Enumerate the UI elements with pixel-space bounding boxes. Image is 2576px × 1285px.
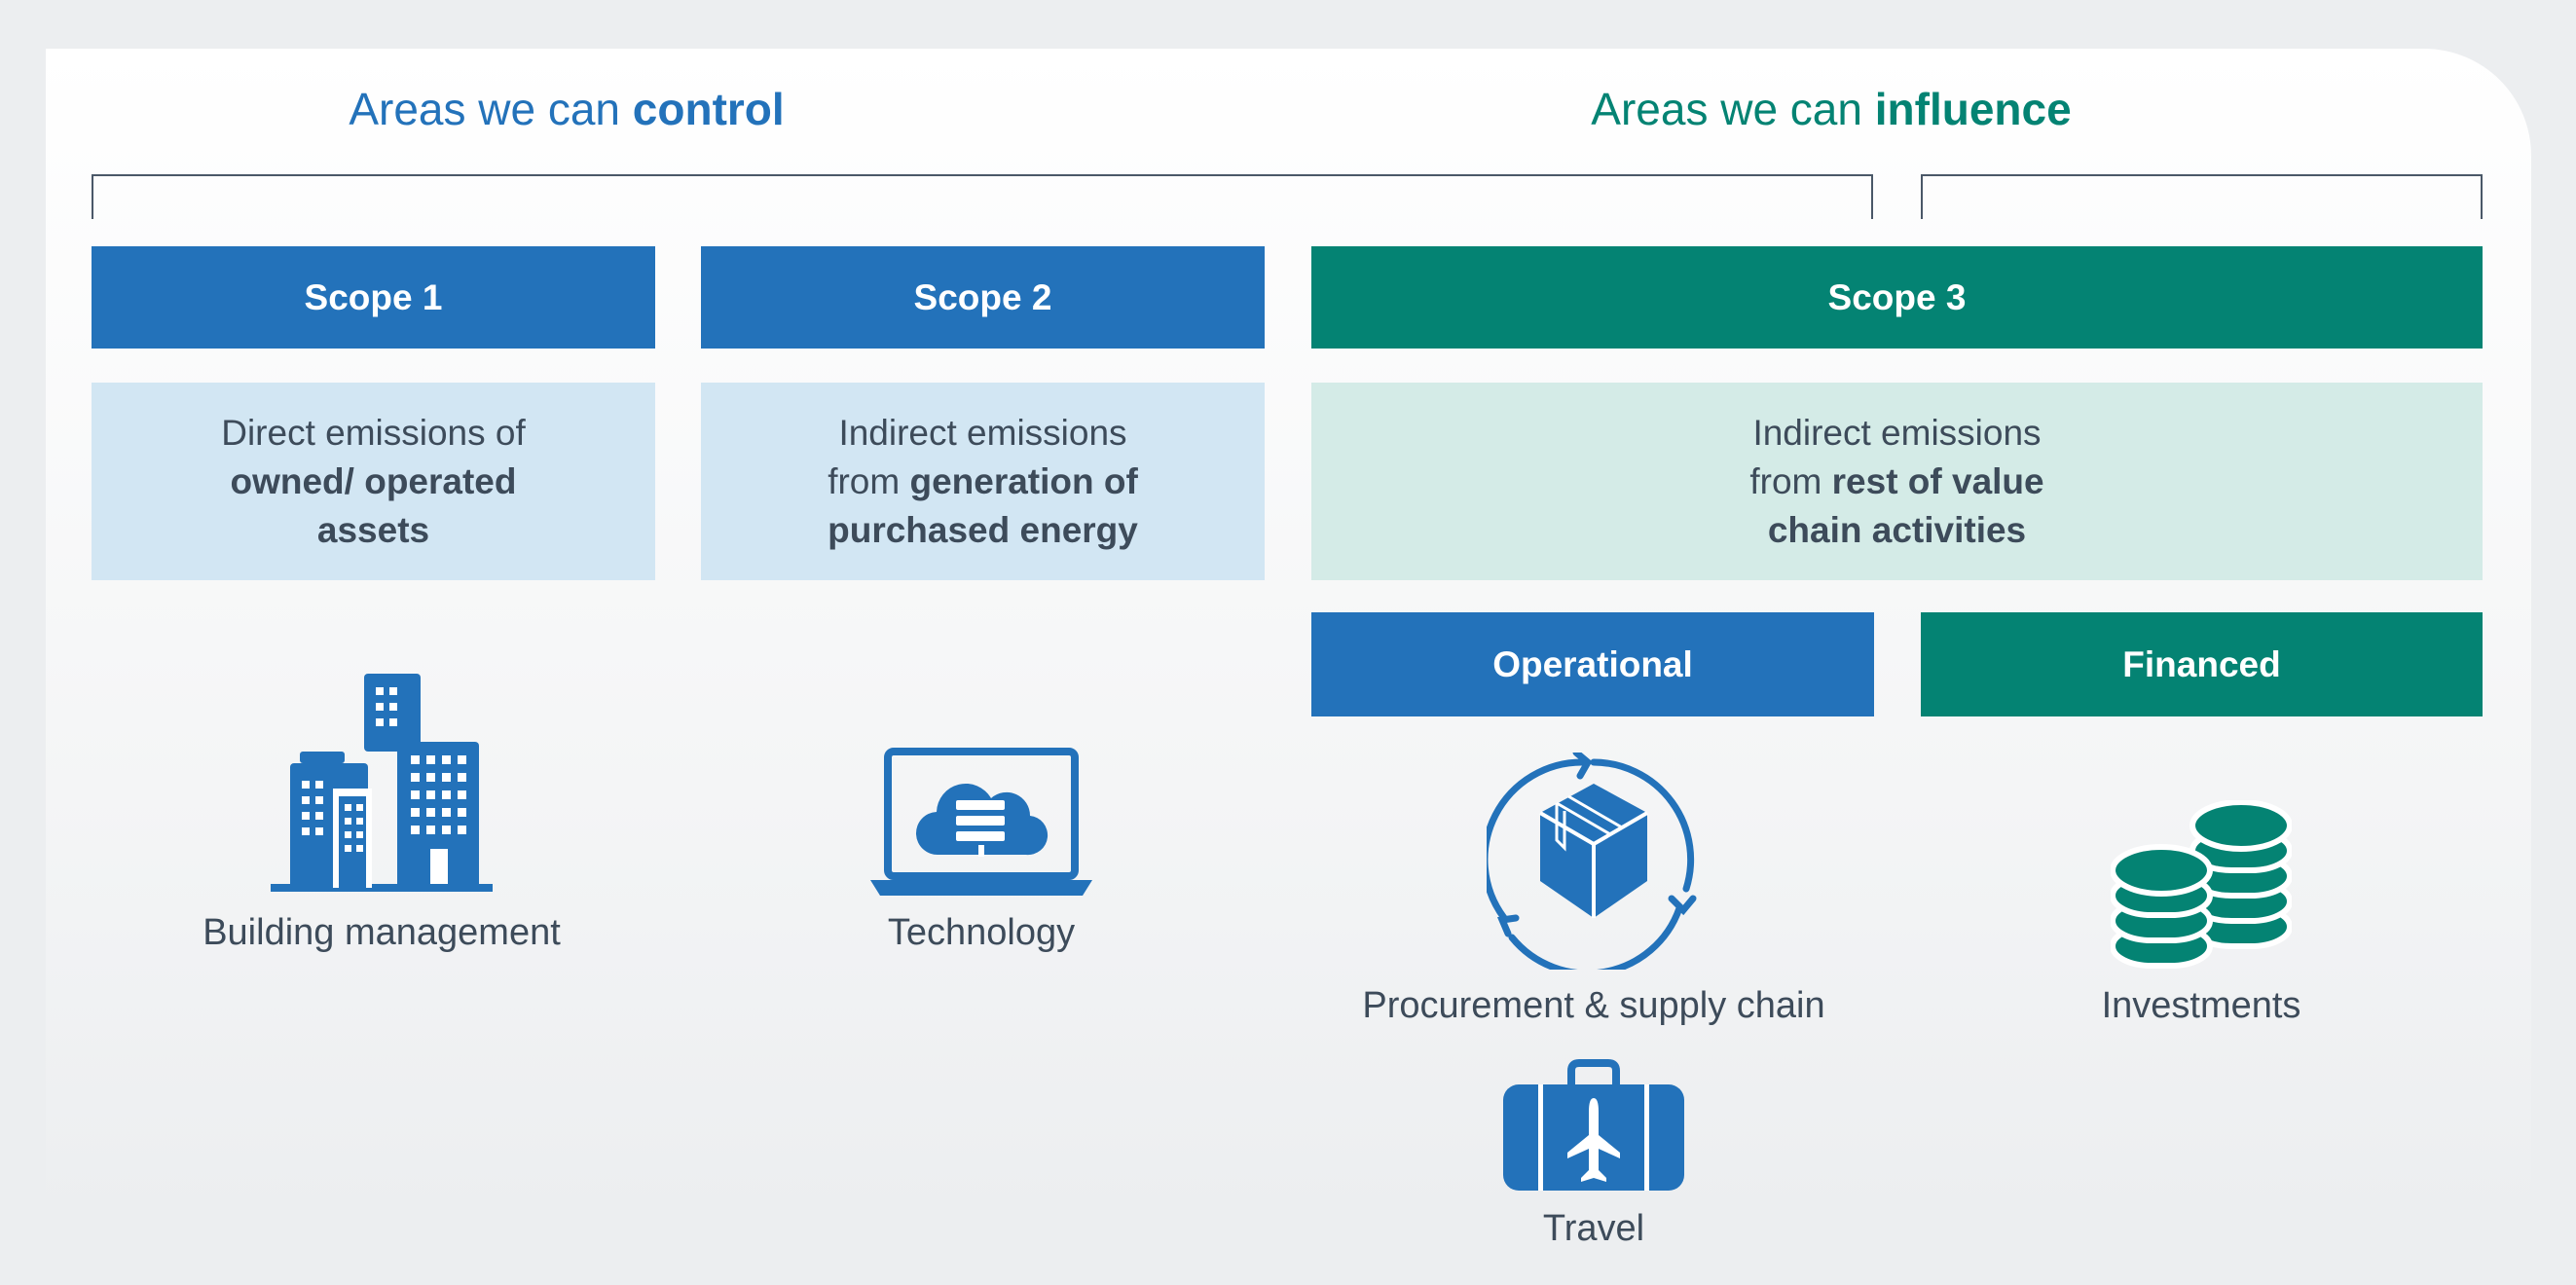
investments-label: Investments xyxy=(2101,985,2301,1026)
scope-3-description: Indirect emissions from rest of value ch… xyxy=(1311,383,2483,580)
suitcase-plane-icon xyxy=(1503,1059,1684,1191)
technology-label: Technology xyxy=(887,912,1076,953)
building-management-label: Building management xyxy=(202,912,561,953)
cloud-laptop-icon xyxy=(870,748,1092,896)
header-control: Areas we can control xyxy=(349,84,785,134)
operational-header: Operational xyxy=(1311,612,1874,716)
financed-header: Financed xyxy=(1921,612,2483,716)
influence-bracket xyxy=(1921,174,2483,219)
coins-icon xyxy=(2111,800,2292,969)
buildings-icon xyxy=(271,674,493,892)
scope-1-description: Direct emissions of owned/ operated asse… xyxy=(92,383,655,580)
travel-label: Travel xyxy=(1542,1208,1645,1249)
header-influence: Areas we can influence xyxy=(1591,84,2072,134)
scope-3-header: Scope 3 xyxy=(1311,246,2483,349)
box-cycle-icon xyxy=(1487,753,1697,970)
control-bracket xyxy=(92,174,1873,219)
scope-1-header: Scope 1 xyxy=(92,246,655,349)
scope-2-description: Indirect emissions from generation of pu… xyxy=(701,383,1265,580)
procurement-label: Procurement & supply chain xyxy=(1362,985,1825,1026)
scope-2-header: Scope 2 xyxy=(701,246,1265,349)
